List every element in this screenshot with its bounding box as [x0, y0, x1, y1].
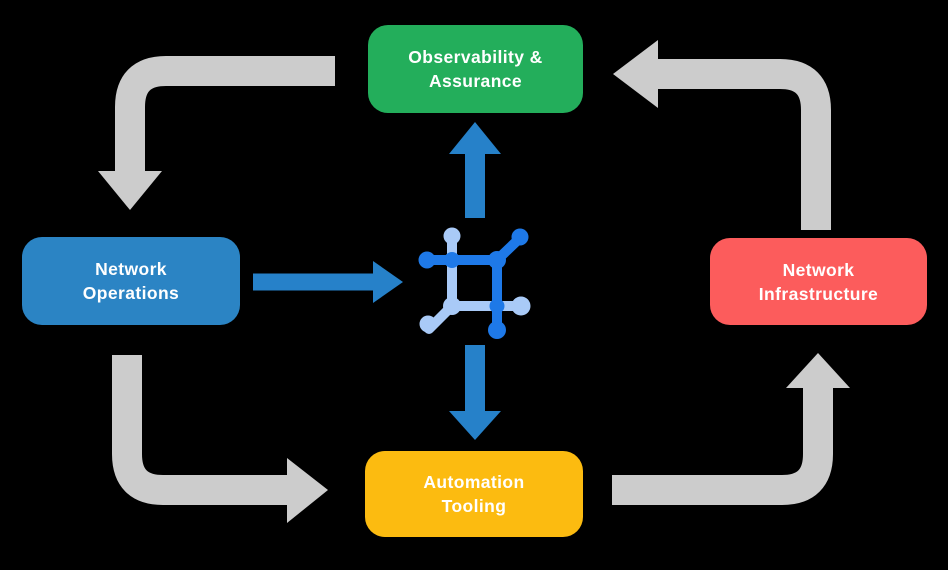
node-label-line: Infrastructure [758, 283, 879, 304]
node-label-line: Network [782, 259, 855, 280]
network-hub-icon [418, 227, 531, 339]
node-observability-assurance: Observability & Assurance [368, 25, 583, 113]
node-automation-tooling: Automation Tooling [365, 451, 583, 537]
arrow-hub-to-observability [449, 122, 501, 218]
arrow-infrastructure-to-observability [613, 40, 831, 230]
node-label-line: Tooling [441, 496, 507, 516]
node-label-line: Assurance [428, 71, 523, 91]
node-label-line: Network [95, 259, 167, 279]
arrow-observability-to-operations [98, 56, 335, 210]
arrow-hub-to-automation [449, 345, 501, 440]
node-label-line: Automation [423, 472, 525, 492]
node-label-line: Observability & [408, 47, 543, 67]
node-network-infrastructure: Network Infrastructure [710, 238, 927, 325]
node-label-line: Operations [82, 283, 180, 303]
arrow-operations-to-automation [112, 355, 328, 523]
node-network-operations: Network Operations [22, 237, 240, 325]
arrow-automation-to-infrastructure [612, 353, 850, 505]
arrow-operations-to-hub [253, 261, 403, 303]
